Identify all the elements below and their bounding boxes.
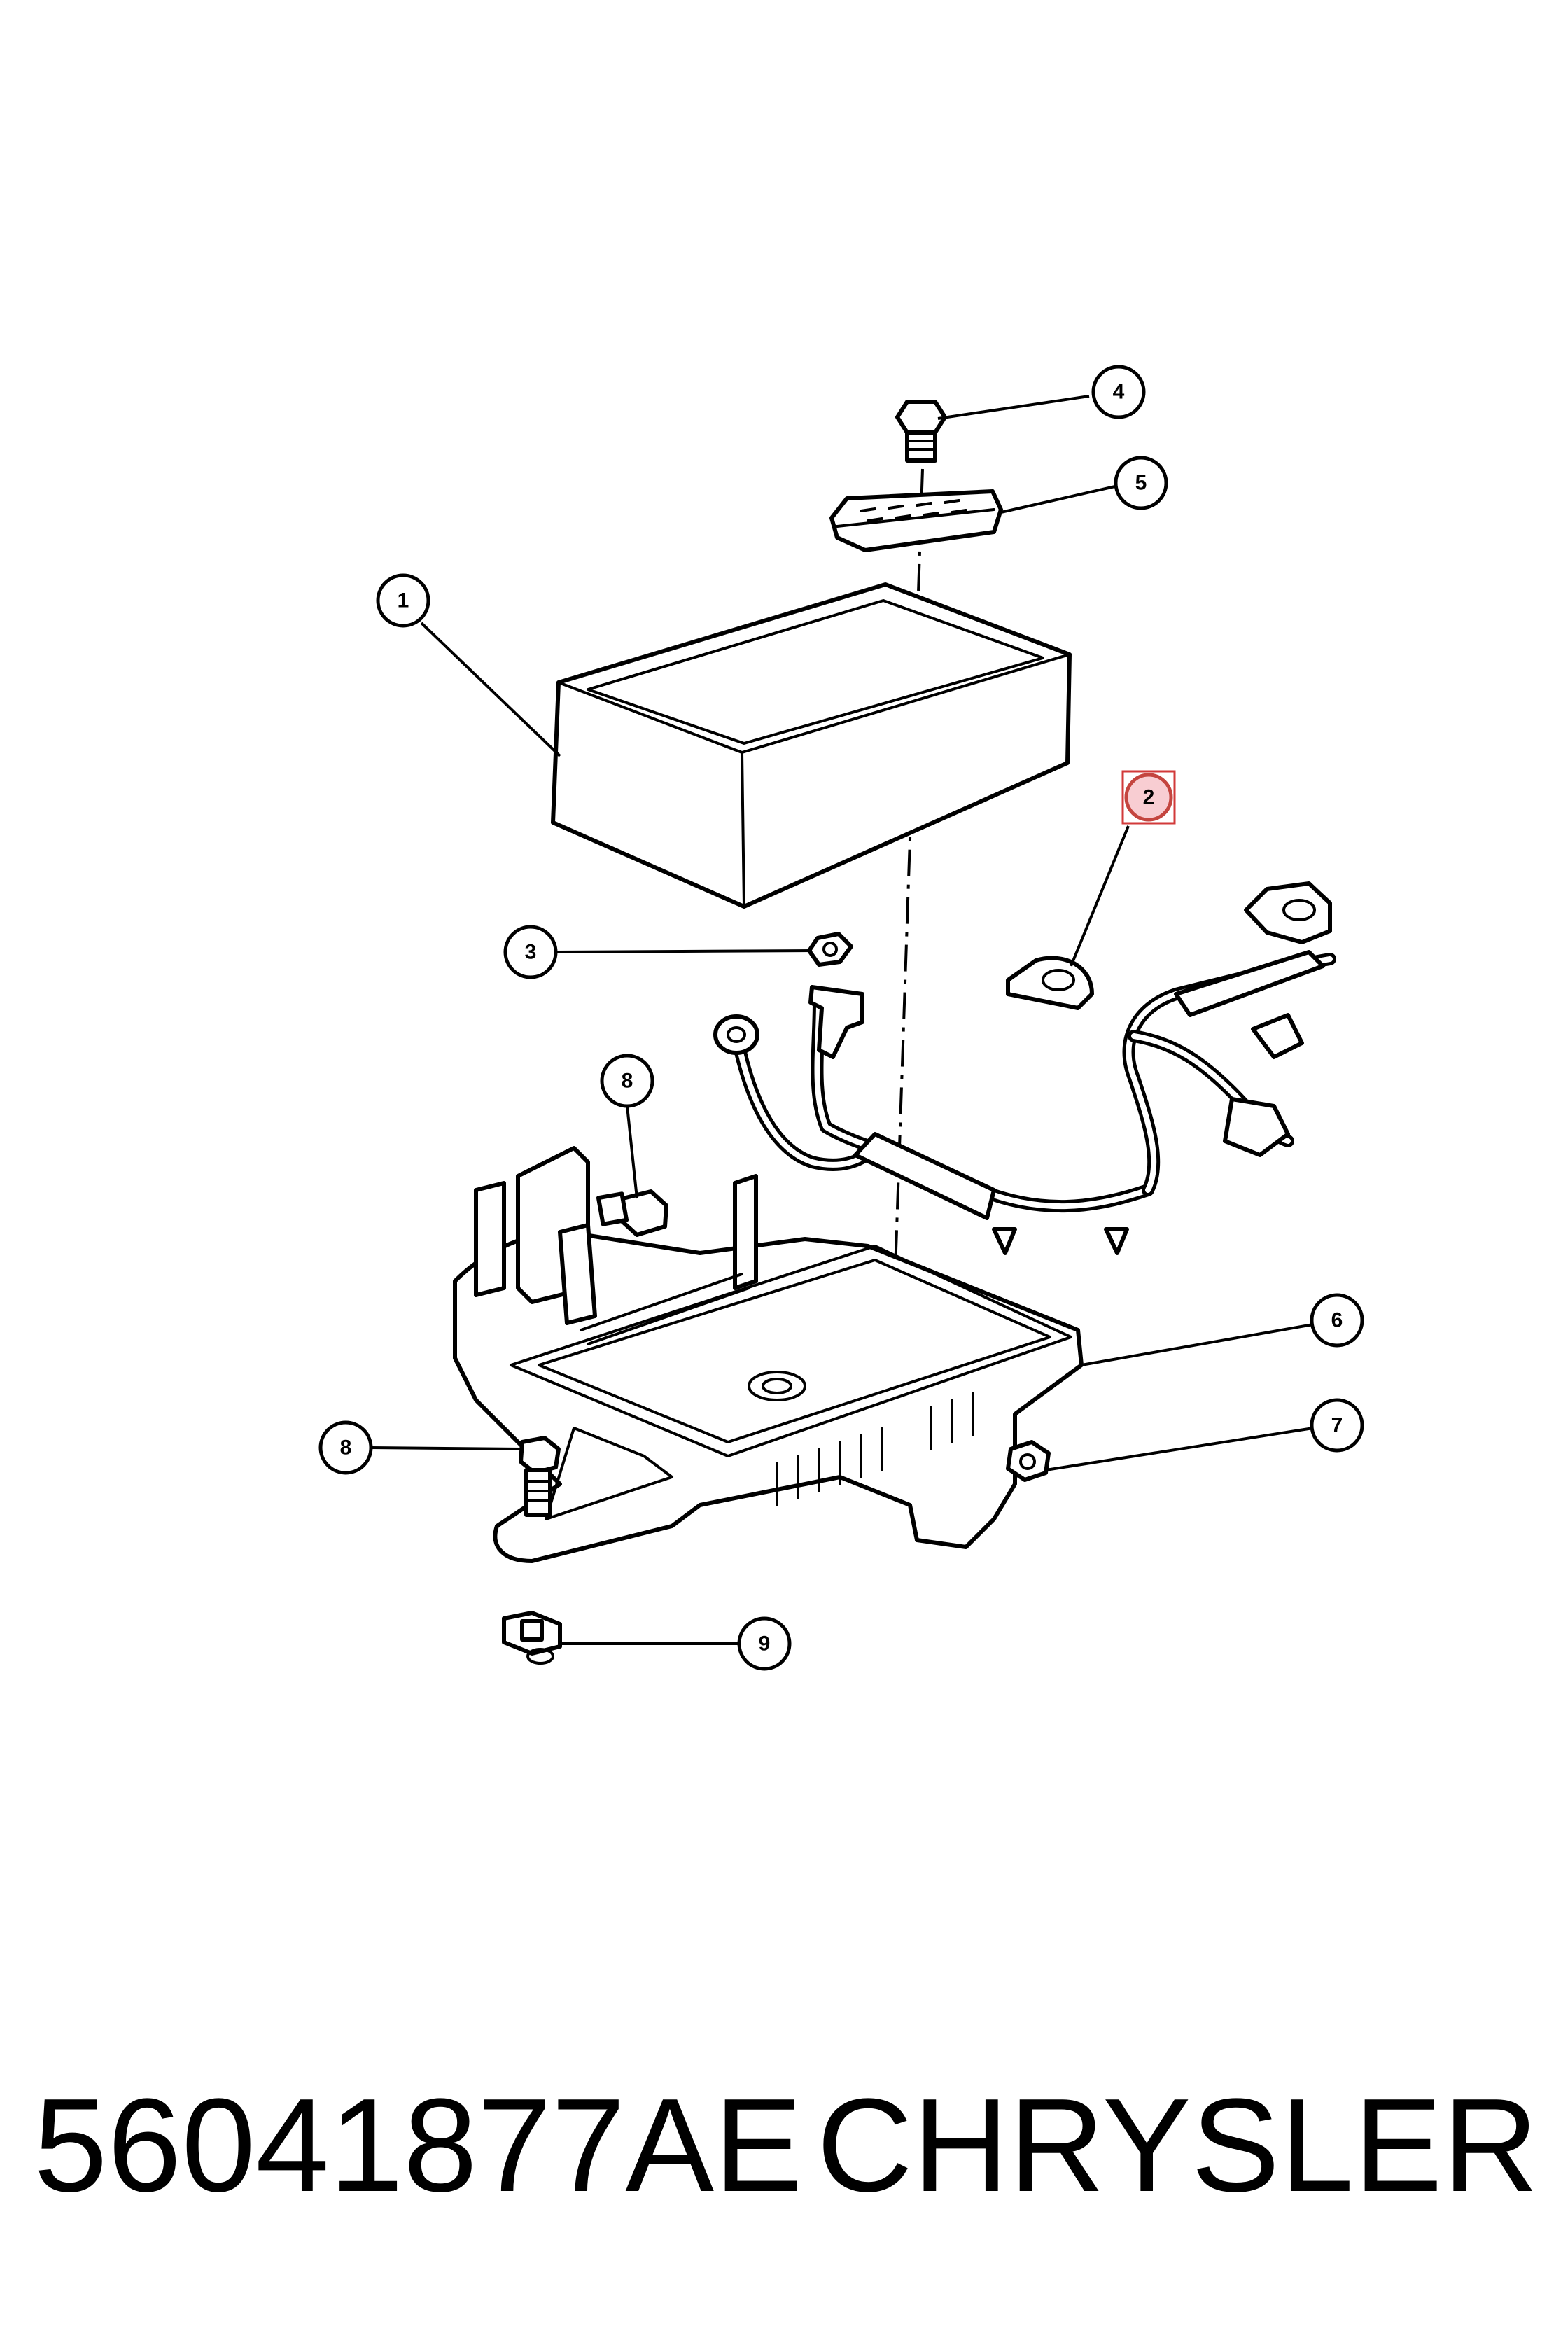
hold-down-clamp-part-5 xyxy=(830,489,1003,552)
leader-6 xyxy=(1081,1323,1314,1366)
nut-part-7 xyxy=(1006,1440,1051,1482)
leader-3 xyxy=(554,949,813,953)
leader-2 xyxy=(1070,825,1130,967)
bolt-part-4 xyxy=(895,400,947,463)
battery-tray-part-6 xyxy=(453,1146,1084,1563)
clip-nut-part-9 xyxy=(502,1611,562,1665)
callout-2-highlight-box xyxy=(1121,770,1176,825)
leader-8-upper xyxy=(626,1105,638,1199)
callout-1-label: 1 xyxy=(398,589,410,612)
leader-1 xyxy=(420,622,561,757)
callout-8-lower[interactable]: 8 xyxy=(318,1420,373,1475)
callout-7-label: 7 xyxy=(1331,1414,1343,1437)
callout-4-label: 4 xyxy=(1113,381,1125,404)
callout-8-lower-label: 8 xyxy=(340,1436,352,1460)
battery-cable-part-2 xyxy=(713,881,1336,1255)
callout-6-label: 6 xyxy=(1331,1309,1343,1332)
callout-1[interactable]: 1 xyxy=(376,573,430,628)
callout-9-label: 9 xyxy=(759,1632,771,1656)
battery-part-1 xyxy=(551,582,1072,909)
leader-4 xyxy=(937,395,1090,420)
leader-5 xyxy=(1000,483,1125,514)
callout-9[interactable]: 9 xyxy=(737,1616,792,1671)
callout-8-upper-label: 8 xyxy=(622,1070,634,1093)
callout-6[interactable]: 6 xyxy=(1310,1293,1364,1348)
callout-8-upper[interactable]: 8 xyxy=(600,1054,654,1108)
callout-3[interactable]: 3 xyxy=(503,925,558,979)
brand-name: CHRYSLER xyxy=(816,2071,1539,2220)
callout-2-label: 2 xyxy=(1143,786,1155,809)
bolt-part-8-lower xyxy=(519,1436,561,1517)
leader-7 xyxy=(1045,1427,1314,1471)
bolt-part-8-upper xyxy=(596,1189,668,1237)
callout-7[interactable]: 7 xyxy=(1310,1398,1364,1452)
leader-8-lower xyxy=(370,1446,522,1450)
callout-4[interactable]: 4 xyxy=(1091,365,1146,419)
part-number: 56041877AE xyxy=(34,2071,803,2220)
part-caption: 56041877AE CHRYSLER xyxy=(34,2076,1539,2216)
callout-5-label: 5 xyxy=(1135,472,1147,495)
callout-2[interactable]: 2 xyxy=(1121,770,1176,825)
nut-part-3 xyxy=(807,932,853,967)
callout-3-label: 3 xyxy=(525,941,537,964)
callout-5[interactable]: 5 xyxy=(1114,456,1168,510)
